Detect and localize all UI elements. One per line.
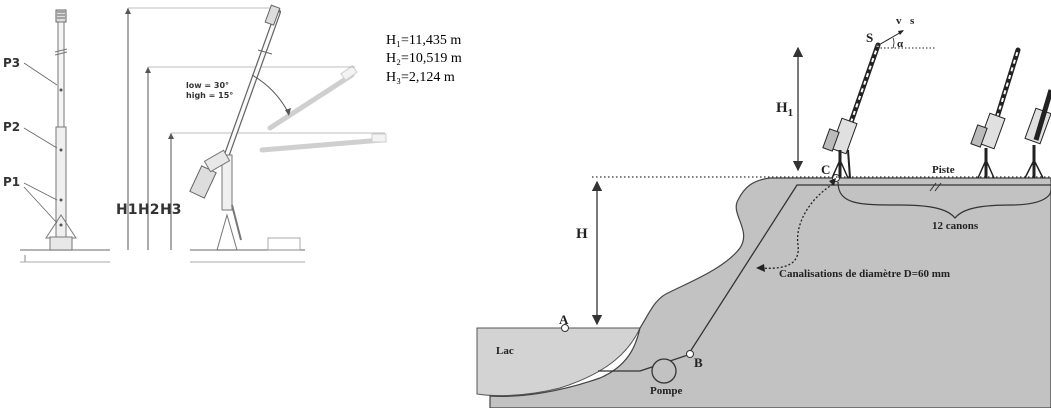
canons-brace [837,181,1051,219]
height-h3: H₃=2,124 m [386,70,455,85]
label-p1: P1 [3,175,20,189]
snow-gun-3 [1024,89,1051,179]
label-h2-left: H2 [138,202,159,218]
snow-gun-technical-drawing: P3 P2 P1 H1 H2 H3 [3,4,387,263]
height-h1: H₁=11,435 m [386,33,461,48]
tilted-snow-gun [189,4,281,251]
label-velocity: v⃗s [896,15,915,27]
label-piste: Piste [932,164,955,176]
label-p2: P2 [3,120,20,134]
label-alpha: α [897,38,904,50]
label-c: C [821,162,830,177]
label-h1-left: H1 [116,202,137,218]
height-h2: H₂=10,519 m [386,51,462,66]
installation-cross-section: S v⃗s α H1 H C Piste 12 canons Canalisat… [476,15,1051,408]
pump-icon [651,358,677,384]
label-a: A [559,312,569,327]
snow-gun-2 [970,47,1021,179]
label-low-angle: low = 30° [186,81,229,90]
snow-gun-1 [822,42,881,179]
lake [476,327,641,397]
height-values: H₁=11,435 m H₂=10,519 m H₃=2,124 m [386,33,462,85]
vertical-pole [45,9,77,251]
label-12-canons: 12 canons [932,220,979,232]
label-canalisations: Canalisations de diamètre D=60 mm [779,268,950,280]
label-h-right: H [576,226,588,242]
hill [489,177,1051,408]
label-b: B [694,355,703,370]
label-lac: Lac [496,345,514,357]
label-high-angle: high = 15° [186,91,233,100]
label-p3: P3 [3,56,20,70]
label-s: S [866,30,873,45]
ghost-positions [259,65,387,153]
label-pompe: Pompe [650,385,683,397]
label-h3-left: H3 [160,202,181,218]
label-h1-right: H1 [776,100,793,119]
